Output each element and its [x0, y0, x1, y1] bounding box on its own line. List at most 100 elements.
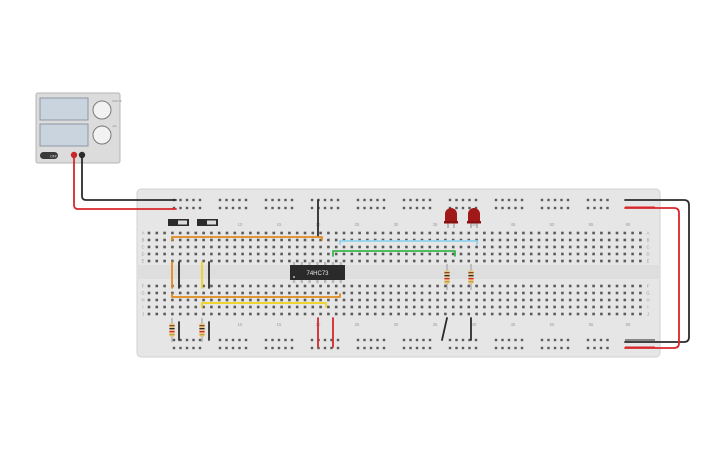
breadboard-hole[interactable]: [607, 238, 611, 242]
breadboard-hole[interactable]: [280, 245, 283, 249]
negative-terminal[interactable]: [78, 151, 86, 159]
breadboard-hole[interactable]: [420, 231, 424, 235]
breadboard-hole[interactable]: [490, 238, 494, 242]
breadboard-hole[interactable]: [342, 245, 346, 249]
rail-hole[interactable]: [428, 206, 432, 210]
breadboard-hole[interactable]: [217, 284, 221, 288]
breadboard-hole[interactable]: [295, 291, 299, 295]
breadboard-hole[interactable]: [467, 231, 471, 235]
rail-hole[interactable]: [356, 338, 360, 342]
breadboard-hole[interactable]: [498, 238, 502, 242]
breadboard-hole[interactable]: [342, 291, 346, 295]
breadboard-hole[interactable]: [537, 305, 541, 309]
breadboard-hole[interactable]: [639, 284, 642, 288]
rail-hole[interactable]: [553, 346, 557, 350]
breadboard-hole[interactable]: [366, 231, 369, 235]
breadboard-hole[interactable]: [592, 312, 595, 316]
breadboard-hole[interactable]: [171, 252, 174, 256]
breadboard-hole[interactable]: [272, 238, 276, 242]
rail-hole[interactable]: [363, 346, 366, 350]
breadboard-hole[interactable]: [389, 231, 393, 235]
breadboard-hole[interactable]: [350, 231, 354, 235]
breadboard-hole[interactable]: [506, 305, 510, 309]
yellow-wire-bottom[interactable]: [201, 302, 327, 308]
breadboard-hole[interactable]: [490, 284, 494, 288]
breadboard-hole[interactable]: [631, 245, 634, 249]
breadboard-hole[interactable]: [607, 252, 611, 256]
breadboard-hole[interactable]: [327, 245, 330, 249]
rail-hole[interactable]: [330, 346, 333, 350]
breadboard-hole[interactable]: [397, 259, 400, 263]
breadboard-hole[interactable]: [428, 259, 432, 263]
rail-hole[interactable]: [271, 338, 274, 342]
breadboard-hole[interactable]: [631, 298, 634, 302]
breadboard-hole[interactable]: [584, 245, 588, 249]
breadboard-hole[interactable]: [256, 312, 260, 316]
led-2[interactable]: [467, 208, 481, 228]
breadboard-hole[interactable]: [623, 238, 627, 242]
rail-hole[interactable]: [238, 206, 241, 210]
breadboard-hole[interactable]: [249, 298, 252, 302]
breadboard-hole[interactable]: [210, 252, 213, 256]
breadboard-hole[interactable]: [467, 305, 471, 309]
rail-hole[interactable]: [192, 338, 195, 342]
breadboard-hole[interactable]: [319, 245, 322, 249]
breadboard-hole[interactable]: [225, 259, 229, 263]
rail-hole[interactable]: [336, 198, 340, 202]
rail-hole[interactable]: [409, 198, 412, 202]
rail-hole[interactable]: [310, 338, 314, 342]
rail-hole[interactable]: [218, 206, 222, 210]
breadboard-hole[interactable]: [397, 305, 400, 309]
breadboard-hole[interactable]: [147, 291, 151, 295]
breadboard-hole[interactable]: [607, 298, 611, 302]
rail-hole[interactable]: [185, 206, 189, 210]
breadboard-hole[interactable]: [490, 245, 494, 249]
breadboard-hole[interactable]: [545, 245, 549, 249]
breadboard-hole[interactable]: [623, 259, 627, 263]
breadboard-hole[interactable]: [163, 231, 166, 235]
breadboard-hole[interactable]: [311, 312, 315, 316]
breadboard-hole[interactable]: [171, 245, 174, 249]
rail-hole[interactable]: [448, 198, 452, 202]
breadboard-hole[interactable]: [615, 231, 619, 235]
breadboard-hole[interactable]: [210, 231, 213, 235]
rail-hole[interactable]: [422, 198, 425, 202]
breadboard-hole[interactable]: [303, 284, 307, 288]
breadboard-hole[interactable]: [522, 291, 525, 295]
breadboard-hole[interactable]: [256, 231, 260, 235]
breadboard-hole[interactable]: [514, 312, 517, 316]
rail-hole[interactable]: [566, 206, 570, 210]
supply-positive-wire[interactable]: [73, 157, 177, 210]
breadboard-hole[interactable]: [178, 305, 182, 309]
breadboard-hole[interactable]: [373, 245, 377, 249]
rail-hole[interactable]: [494, 346, 498, 350]
breadboard-hole[interactable]: [217, 252, 221, 256]
breadboard-hole[interactable]: [397, 312, 400, 316]
breadboard-hole[interactable]: [147, 252, 151, 256]
breadboard-hole[interactable]: [615, 284, 619, 288]
breadboard-hole[interactable]: [217, 231, 221, 235]
rail-hole[interactable]: [409, 346, 412, 350]
breadboard-hole[interactable]: [584, 305, 588, 309]
breadboard-hole[interactable]: [171, 259, 174, 263]
breadboard-hole[interactable]: [498, 284, 502, 288]
breadboard-hole[interactable]: [264, 231, 268, 235]
breadboard-hole[interactable]: [163, 312, 166, 316]
breadboard-hole[interactable]: [553, 305, 556, 309]
breadboard-hole[interactable]: [319, 284, 322, 288]
breadboard-hole[interactable]: [350, 245, 354, 249]
breadboard-hole[interactable]: [529, 312, 533, 316]
rail-hole[interactable]: [520, 346, 524, 350]
breadboard-hole[interactable]: [342, 259, 346, 263]
breadboard-hole[interactable]: [592, 305, 595, 309]
rail-hole[interactable]: [468, 206, 471, 210]
breadboard-hole[interactable]: [381, 231, 385, 235]
rail-hole[interactable]: [547, 338, 550, 342]
breadboard-hole[interactable]: [483, 305, 486, 309]
breadboard-hole[interactable]: [186, 298, 190, 302]
breadboard-hole[interactable]: [568, 291, 572, 295]
breadboard-hole[interactable]: [405, 252, 408, 256]
breadboard-hole[interactable]: [350, 252, 354, 256]
breadboard-hole[interactable]: [256, 238, 260, 242]
breadboard-hole[interactable]: [210, 305, 213, 309]
